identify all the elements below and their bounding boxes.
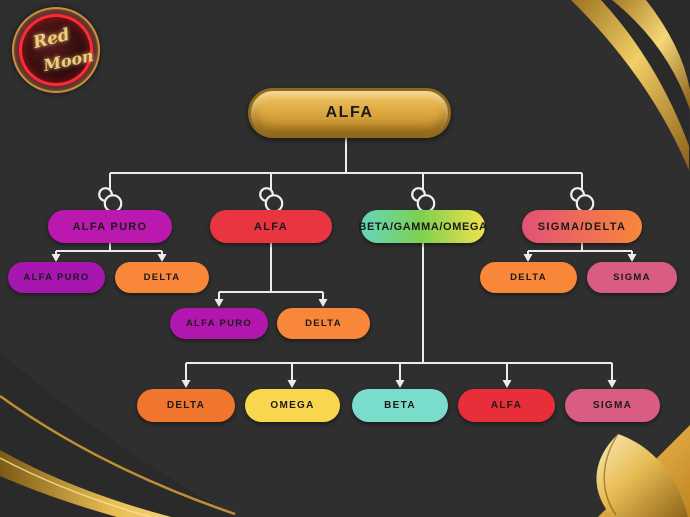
logo-gold-ring <box>12 7 100 93</box>
node-omega-branch3: OMEGA <box>245 389 340 422</box>
page-curl-edge <box>603 433 619 516</box>
node-beta-branch3: BETA <box>352 389 448 422</box>
connector-branch2 <box>218 242 324 299</box>
node-sigma-delta-l2: SIGMA/DELTA <box>522 210 642 243</box>
node-delta-branch4: DELTA <box>480 262 577 293</box>
node-sigma-branch4: SIGMA <box>587 262 677 293</box>
gold-ribbon-bottom-left <box>0 450 172 517</box>
page-curl-underside <box>598 425 690 517</box>
node-sigma-branch3: SIGMA <box>565 389 660 422</box>
node-alfa-puro-branch1: ALFA PURO <box>8 262 105 293</box>
gold-swoosh-top-right-short <box>612 0 690 110</box>
connector-branch4 <box>527 242 633 254</box>
rings-icon <box>570 187 595 213</box>
shade-top-right <box>601 0 690 148</box>
connector-branch1 <box>55 242 163 254</box>
shade-bottom-left <box>0 352 235 517</box>
connector-root-to-level2 <box>109 132 583 210</box>
node-alfa-puro-l2: ALFA PURO <box>48 210 172 243</box>
node-alfa-branch3: ALFA <box>458 389 555 422</box>
node-alfa-l2: ALFA <box>210 210 332 243</box>
node-alfa-root: ALFA <box>248 88 451 138</box>
node-delta-branch2: DELTA <box>277 308 370 339</box>
gold-ribbon-highlight <box>0 457 154 517</box>
node-beta-gamma-omega-l2: BETA/GAMMA/OMEGA <box>358 210 487 243</box>
rings-icon <box>411 187 436 213</box>
node-delta-branch1: DELTA <box>115 262 209 293</box>
red-moon-logo: Red Moon <box>12 7 100 93</box>
gold-swoosh-top-right-long <box>571 0 689 170</box>
node-delta-branch3: DELTA <box>137 389 235 422</box>
logo-neon-ring <box>19 14 93 86</box>
node-alfa-puro-branch2: ALFA PURO <box>170 308 268 339</box>
page-curl <box>596 434 688 517</box>
